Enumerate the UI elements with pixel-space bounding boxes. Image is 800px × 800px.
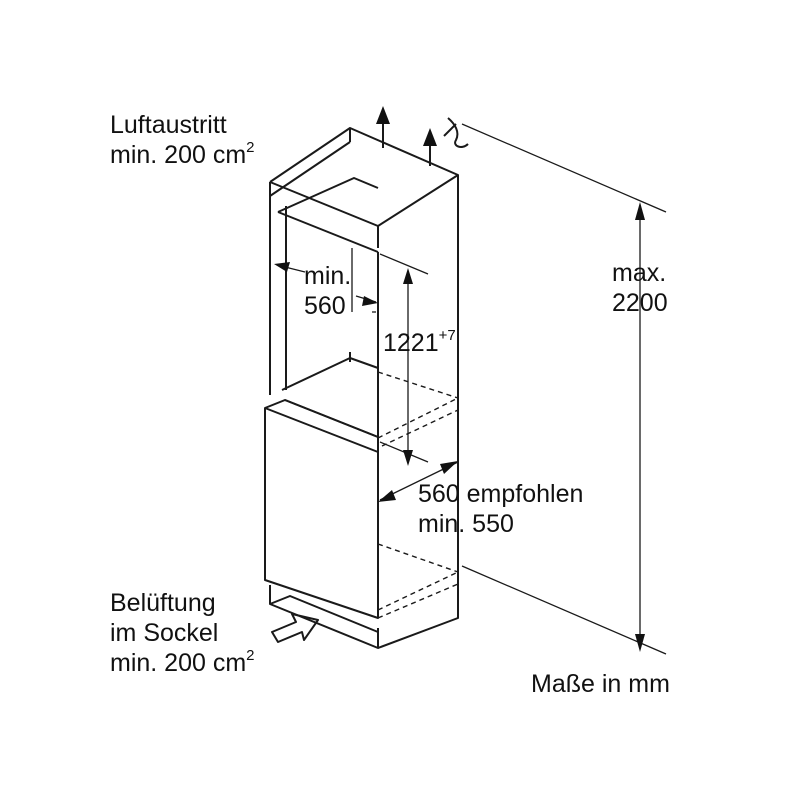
air-outlet-arrows (376, 106, 469, 166)
max-height-dimension (461, 123, 667, 655)
width-dimension (274, 248, 378, 313)
appliance-box (264, 371, 459, 619)
ventilation-arrow (271, 613, 319, 643)
niche-height-label: 1221+7 (383, 326, 456, 357)
units-label: Maße in mm (531, 670, 670, 698)
depth-dimension (378, 461, 459, 502)
cabinet-housing (269, 127, 459, 649)
air-outlet-label: Luftaustritt min. 200 cm2 (110, 111, 255, 169)
max-height-label: max. 2200 (612, 259, 668, 317)
niche-height-dimension (379, 253, 429, 466)
depth-label: 560 empfohlen min. 550 (418, 480, 584, 538)
width-min-label: min. 560 (304, 262, 352, 320)
ventilation-label: Belüftung im Sockel min. 200 cm2 (110, 589, 255, 677)
